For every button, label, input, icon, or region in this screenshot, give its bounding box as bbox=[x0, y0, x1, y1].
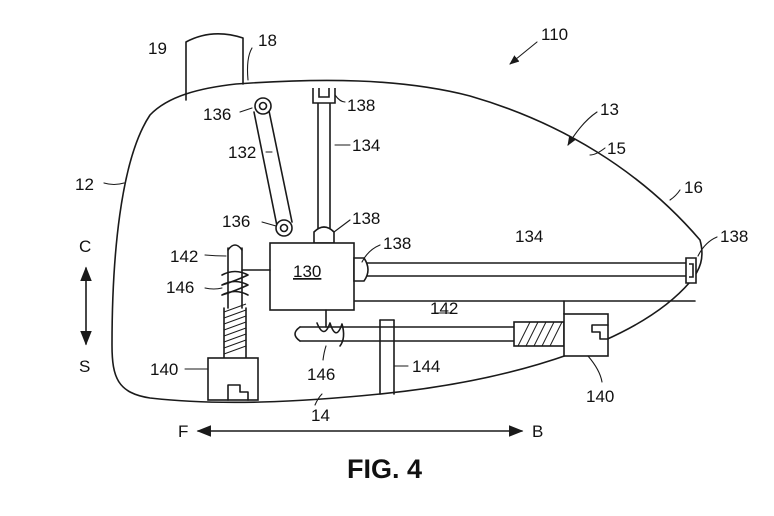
label-12: 12 bbox=[75, 175, 94, 194]
axis-label-f: F bbox=[178, 422, 188, 441]
label-146-back: 146 bbox=[307, 365, 335, 384]
label-134-vertical: 134 bbox=[352, 136, 380, 155]
axis-label-c: C bbox=[79, 237, 91, 256]
label-146-front: 146 bbox=[166, 278, 194, 297]
label-138-end: 138 bbox=[720, 227, 748, 246]
label-130: 130 bbox=[293, 262, 321, 281]
label-142-front: 142 bbox=[170, 247, 198, 266]
label-19: 19 bbox=[148, 39, 167, 58]
label-144: 144 bbox=[412, 357, 440, 376]
hosel bbox=[185, 33, 244, 101]
label-136-lower: 136 bbox=[222, 212, 250, 231]
vertical-direction-axis: C S bbox=[79, 237, 92, 376]
label-138-hub: 138 bbox=[352, 209, 380, 228]
axis-label-b: B bbox=[532, 422, 543, 441]
label-13: 13 bbox=[600, 100, 619, 119]
label-14: 14 bbox=[311, 406, 330, 425]
axis-label-s: S bbox=[79, 357, 90, 376]
label-140-front: 140 bbox=[150, 360, 178, 379]
label-142-back: 142 bbox=[430, 299, 458, 318]
label-110: 110 bbox=[541, 25, 568, 44]
club-head-outline bbox=[111, 79, 703, 404]
weight-assembly-back bbox=[294, 300, 696, 395]
label-18: 18 bbox=[258, 31, 277, 50]
label-16: 16 bbox=[684, 178, 703, 197]
link-132 bbox=[253, 97, 293, 237]
weight-assembly-front bbox=[207, 244, 271, 401]
label-134-horizontal: 134 bbox=[515, 227, 543, 246]
label-140-back: 140 bbox=[586, 387, 614, 406]
leader-lines bbox=[103, 41, 718, 406]
label-138-rod: 138 bbox=[383, 234, 411, 253]
rod-134-horizontal bbox=[353, 257, 697, 284]
label-132: 132 bbox=[228, 143, 256, 162]
horizontal-direction-axis: F B bbox=[178, 422, 543, 441]
label-138-top: 138 bbox=[347, 96, 375, 115]
rod-134-vertical bbox=[312, 88, 336, 244]
figure-caption: FIG. 4 bbox=[347, 454, 422, 484]
label-136-top: 136 bbox=[203, 105, 231, 124]
label-15: 15 bbox=[607, 139, 626, 158]
